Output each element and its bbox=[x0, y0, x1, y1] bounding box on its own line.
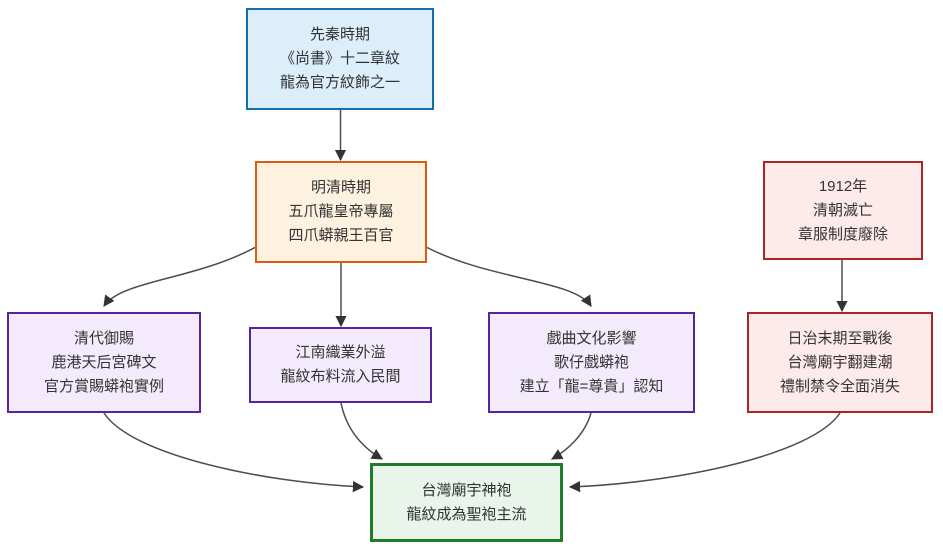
node-mingqing-era: 明清時期 五爪龍皇帝專屬 四爪蟒親王百官 bbox=[255, 161, 427, 263]
node-line: 日治末期至戰後 bbox=[787, 329, 893, 347]
node-postwar-temple-boom: 日治末期至戰後 台灣廟宇翻建潮 禮制禁令全面消失 bbox=[747, 312, 933, 413]
node-line: 《尚書》十二章紋 bbox=[279, 50, 400, 67]
node-line: 江南織業外溢 bbox=[295, 344, 386, 361]
node-line: 禮制禁令全面消失 bbox=[779, 377, 900, 395]
edge-rizhi-taiwan bbox=[568, 412, 841, 493]
edge-mingqing-qingdai bbox=[103, 246, 257, 307]
node-line: 台灣廟宇神袍 bbox=[421, 481, 512, 499]
edge-mingqing-xiqu bbox=[425, 246, 592, 307]
node-opera-culture: 戲曲文化影響 歌仔戲蟒袍 建立「龍=尊貴」認知 bbox=[488, 312, 695, 413]
node-1912-qing-fall: 1912年 清朝滅亡 章服制度廢除 bbox=[763, 161, 923, 260]
node-line: 清朝滅亡 bbox=[812, 201, 873, 219]
node-line: 鹿港天后宮碑文 bbox=[51, 353, 157, 371]
node-line: 戲曲文化影響 bbox=[546, 329, 637, 347]
node-line: 章服制度廢除 bbox=[797, 225, 888, 243]
edge-qingdai-taiwan bbox=[103, 412, 365, 493]
node-line: 歌仔戲蟒袍 bbox=[553, 353, 629, 371]
node-line: 建立「龍=尊貴」認知 bbox=[519, 377, 664, 395]
node-line: 明清時期 bbox=[310, 179, 371, 196]
node-line: 四爪蟒親王百官 bbox=[288, 227, 394, 244]
node-line: 龍紋布料流入民間 bbox=[280, 368, 401, 385]
node-line: 台灣廟宇翻建潮 bbox=[787, 353, 893, 371]
node-line: 清代御賜 bbox=[73, 329, 134, 347]
node-line: 五爪龍皇帝專屬 bbox=[288, 203, 394, 220]
edge-jiangnan-taiwan bbox=[340, 402, 383, 460]
node-line: 先秦時期 bbox=[309, 26, 370, 43]
node-line: 官方賞賜蟒袍實例 bbox=[43, 377, 164, 395]
node-line: 龍為官方紋飾之一 bbox=[279, 74, 400, 91]
node-taiwan-temple-robe: 台灣廟宇神袍 龍紋成為聖袍主流 bbox=[370, 463, 563, 542]
node-line: 龍紋成為聖袍主流 bbox=[406, 505, 527, 523]
node-line: 1912年 bbox=[818, 177, 868, 195]
edge-xiqu-taiwan bbox=[551, 412, 592, 460]
node-xianqin-era: 先秦時期 《尚書》十二章紋 龍為官方紋飾之一 bbox=[246, 8, 434, 110]
node-qing-imperial-gift: 清代御賜 鹿港天后宮碑文 官方賞賜蟒袍實例 bbox=[7, 312, 201, 413]
node-jiangnan-textile: 江南織業外溢 龍紋布料流入民間 bbox=[249, 327, 432, 403]
